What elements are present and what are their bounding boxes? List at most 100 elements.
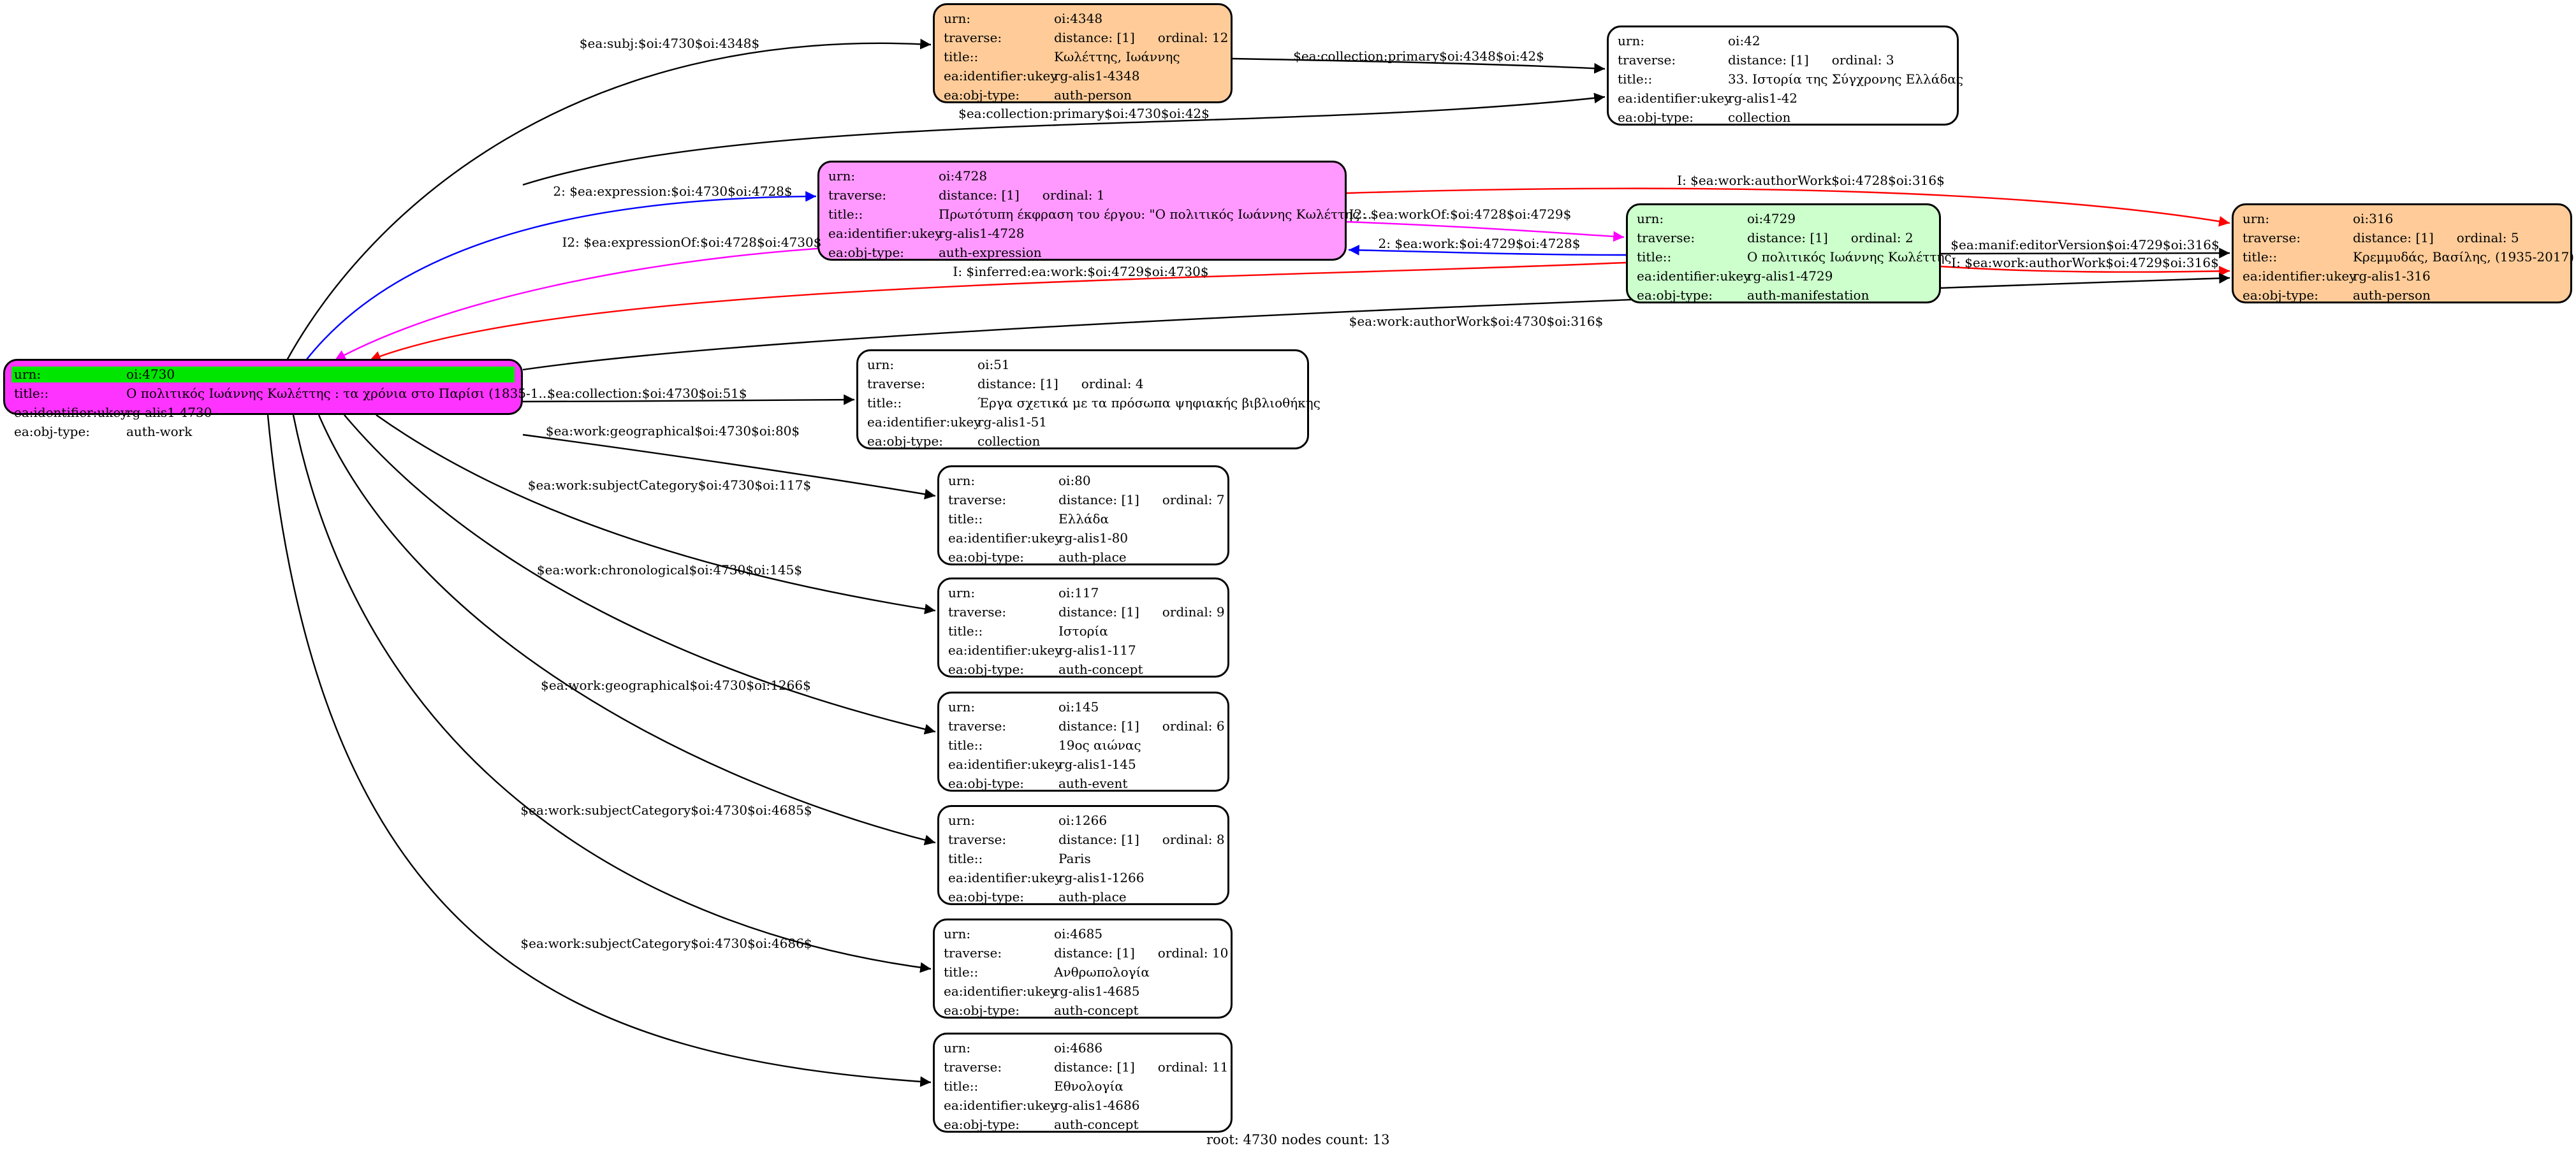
field-value: auth-event <box>1058 774 1127 793</box>
field-key: traverse: <box>948 604 1007 620</box>
edge-label: $ea:collection:primary$oi:4730$oi:42$ <box>958 106 1210 121</box>
field-value: oi:316 <box>2353 209 2393 228</box>
node-row-urn: urn:oi:42 <box>1618 31 1948 50</box>
node-row-traverse: traverse:distance: [1]ordinal: 2 <box>1637 228 1930 247</box>
field-key: ea:identifier:ukey <box>944 984 1058 999</box>
field-key: urn: <box>828 168 856 184</box>
field-value: rg-alis1-51 <box>977 412 1047 432</box>
field-value: distance: [1]ordinal: 11 <box>1054 1057 1228 1077</box>
node-row-traverse: traverse: distance: [1]ordinal: 1 <box>828 185 1336 205</box>
edge-label: 2: $ea:work:$oi:4729$oi:4728$ <box>1378 236 1581 251</box>
field-value-text: rg-alis1-80 <box>1058 530 1129 546</box>
edge-14 <box>376 414 936 614</box>
field-value-text: oi:80 <box>1058 473 1091 488</box>
node-oi80[interactable]: urn: oi:80 traverse:distance: [1]ordinal: … <box>937 465 1229 565</box>
node-row-obj-type: ea:obj-type:collection <box>867 432 1298 451</box>
field-key: ea:identifier:ukey <box>2243 268 2357 284</box>
field-value-text: oi:117 <box>1058 585 1099 600</box>
field-value: oi:4685 <box>1054 924 1102 943</box>
field-key: ea:identifier:ukey <box>1637 268 1751 284</box>
field-value-text: Ο πολιτικός Ιωάννης Κωλέττης : τα χρόνια… <box>126 386 551 401</box>
field-value-text: auth-work <box>126 424 193 439</box>
field-value: rg-alis1-4729 <box>1747 266 1833 286</box>
node-row-obj-type: ea:obj-type:auth-concept <box>948 660 1218 679</box>
field-value-text: auth-expression <box>939 245 1042 260</box>
node-row-traverse: traverse:distance: [1]ordinal: 5 <box>2243 228 2561 247</box>
field-value-text: collection <box>1728 110 1791 125</box>
field-value: auth-manifestation <box>1747 286 1869 305</box>
field-value-text: auth-place <box>1058 889 1127 904</box>
field-key: ea:identifier:ukey <box>948 757 1062 772</box>
field-value: Εθνολογία <box>1054 1077 1123 1096</box>
field-key: ea:obj-type: <box>1637 287 1713 303</box>
field-value: rg-alis1-117 <box>1058 641 1136 660</box>
node-row-title: title::Έργα σχετικά με τα πρόσωπα ψηφιακ… <box>867 393 1321 412</box>
field-key: title:: <box>948 511 983 527</box>
field-key: ea:identifier:ukey <box>867 414 981 430</box>
field-value: Paris <box>1058 849 1091 868</box>
field-value-text: rg-alis1-117 <box>1058 643 1136 658</box>
field-value-text: auth-concept <box>1058 662 1143 677</box>
field-value: rg-alis1-145 <box>1058 755 1136 774</box>
field-key: ea:obj-type: <box>867 433 944 449</box>
field-value-text: oi:316 <box>2353 211 2394 226</box>
field-key: ea:obj-type: <box>944 1117 1020 1132</box>
node-row-traverse: traverse:distance: [1]ordinal: 10 <box>944 943 1228 962</box>
field-value: rg-alis1-4685 <box>1054 982 1139 1001</box>
field-key: traverse: <box>828 187 887 203</box>
field-key: ea:obj-type: <box>14 424 91 439</box>
node-row-title: title::Ιστορία <box>948 621 1218 641</box>
node-row-obj-type: ea:obj-type: collection <box>1618 108 1948 127</box>
field-value-text: rg-alis1-4686 <box>1054 1098 1140 1113</box>
field-value: oi:4729 <box>1747 209 1796 228</box>
field-key: urn: <box>867 357 895 372</box>
field-key: ea:identifier:ukey <box>948 530 1062 546</box>
field-value-text: rg-alis1-1266 <box>1058 870 1145 885</box>
field-key: ea:obj-type: <box>2243 287 2319 303</box>
field-value: oi:1266 <box>1058 811 1107 830</box>
field-value-text: rg-alis1-51 <box>977 414 1048 430</box>
field-key: title:: <box>948 737 983 753</box>
field-value-text: distance: [1] <box>977 376 1058 391</box>
edge-label: $ea:work:subjectCategory$oi:4730$oi:4686… <box>520 936 812 951</box>
field-key: traverse: <box>944 945 1002 961</box>
node-row-traverse: traverse:distance: [1]ordinal: 7 <box>948 490 1225 509</box>
node-row-obj-type: ea:obj-type:auth-person <box>944 85 1222 105</box>
field-value-text: distance: [1] <box>1058 492 1139 507</box>
field-value: rg-alis1-42 <box>1728 89 1797 108</box>
field-value: distance: [1]ordinal: 6 <box>1058 716 1225 736</box>
field-value: oi:42 <box>1728 31 1760 50</box>
node-row-title: title::Ο πολιτικός Ιωάννης Κωλέττης <box>1637 247 1952 266</box>
node-row-traverse: traverse:distance: [1]ordinal: 8 <box>948 830 1225 849</box>
field-key: traverse: <box>948 832 1007 847</box>
field-key: ea:obj-type: <box>1618 110 1694 125</box>
field-value-text: distance: [1] <box>1058 832 1139 847</box>
node-row-obj-type: ea:obj-type: auth-expression <box>828 243 1336 262</box>
field-value: distance: [1]ordinal: 1 <box>939 185 1105 205</box>
field-key: traverse: <box>1637 230 1695 245</box>
field-value-text: rg-alis1-145 <box>1058 757 1136 772</box>
node-row-obj-type: ea:obj-type:auth-event <box>948 774 1218 793</box>
field-key: traverse: <box>944 30 1002 45</box>
field-key: ea:obj-type: <box>828 245 905 260</box>
field-key: urn: <box>948 473 976 488</box>
field-value: Ελλάδα <box>1058 509 1109 528</box>
edge-label: $ea:collection:$oi:4730$oi:51$ <box>547 386 747 401</box>
